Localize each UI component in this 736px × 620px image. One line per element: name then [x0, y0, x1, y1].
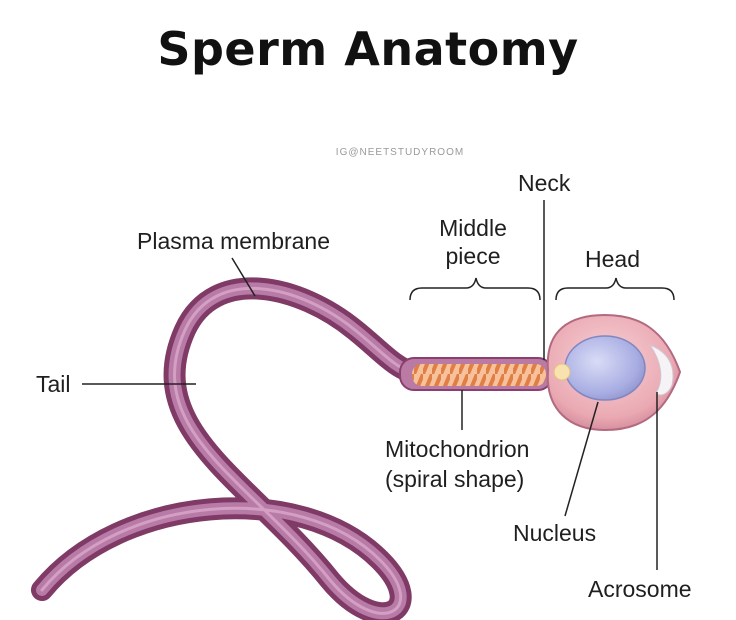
acrosome: [648, 343, 674, 396]
label-neck: Neck: [518, 170, 571, 196]
label-tail: Tail: [36, 371, 71, 397]
label-acrosome: Acrosome: [588, 576, 692, 602]
watermark: IG@NEETSTUDYROOM: [335, 147, 465, 158]
label-mitochondrion-line1: Mitochondrion: [385, 436, 530, 462]
mitochondrion-spiral: [412, 364, 546, 386]
head-bracket: [555, 277, 675, 301]
label-middle-piece-line2: piece: [445, 243, 501, 269]
label-head: Head: [585, 246, 640, 272]
middle-piece-bracket: [409, 277, 541, 301]
tail: [31, 277, 423, 620]
label-plasma-membrane: Plasma membrane: [137, 228, 331, 254]
centriole: [553, 363, 571, 381]
label-middle-piece-line1: Middle: [439, 215, 507, 241]
nucleus-leader: [564, 401, 599, 517]
nucleus: [564, 335, 646, 401]
head: [546, 313, 682, 432]
middle-piece: [399, 357, 553, 391]
diagram-title: Sperm Anatomy: [157, 22, 579, 76]
plasma-membrane-leader: [231, 257, 256, 297]
label-mitochondrion-line2: (spiral shape): [385, 466, 525, 492]
label-nucleus: Nucleus: [513, 520, 597, 546]
